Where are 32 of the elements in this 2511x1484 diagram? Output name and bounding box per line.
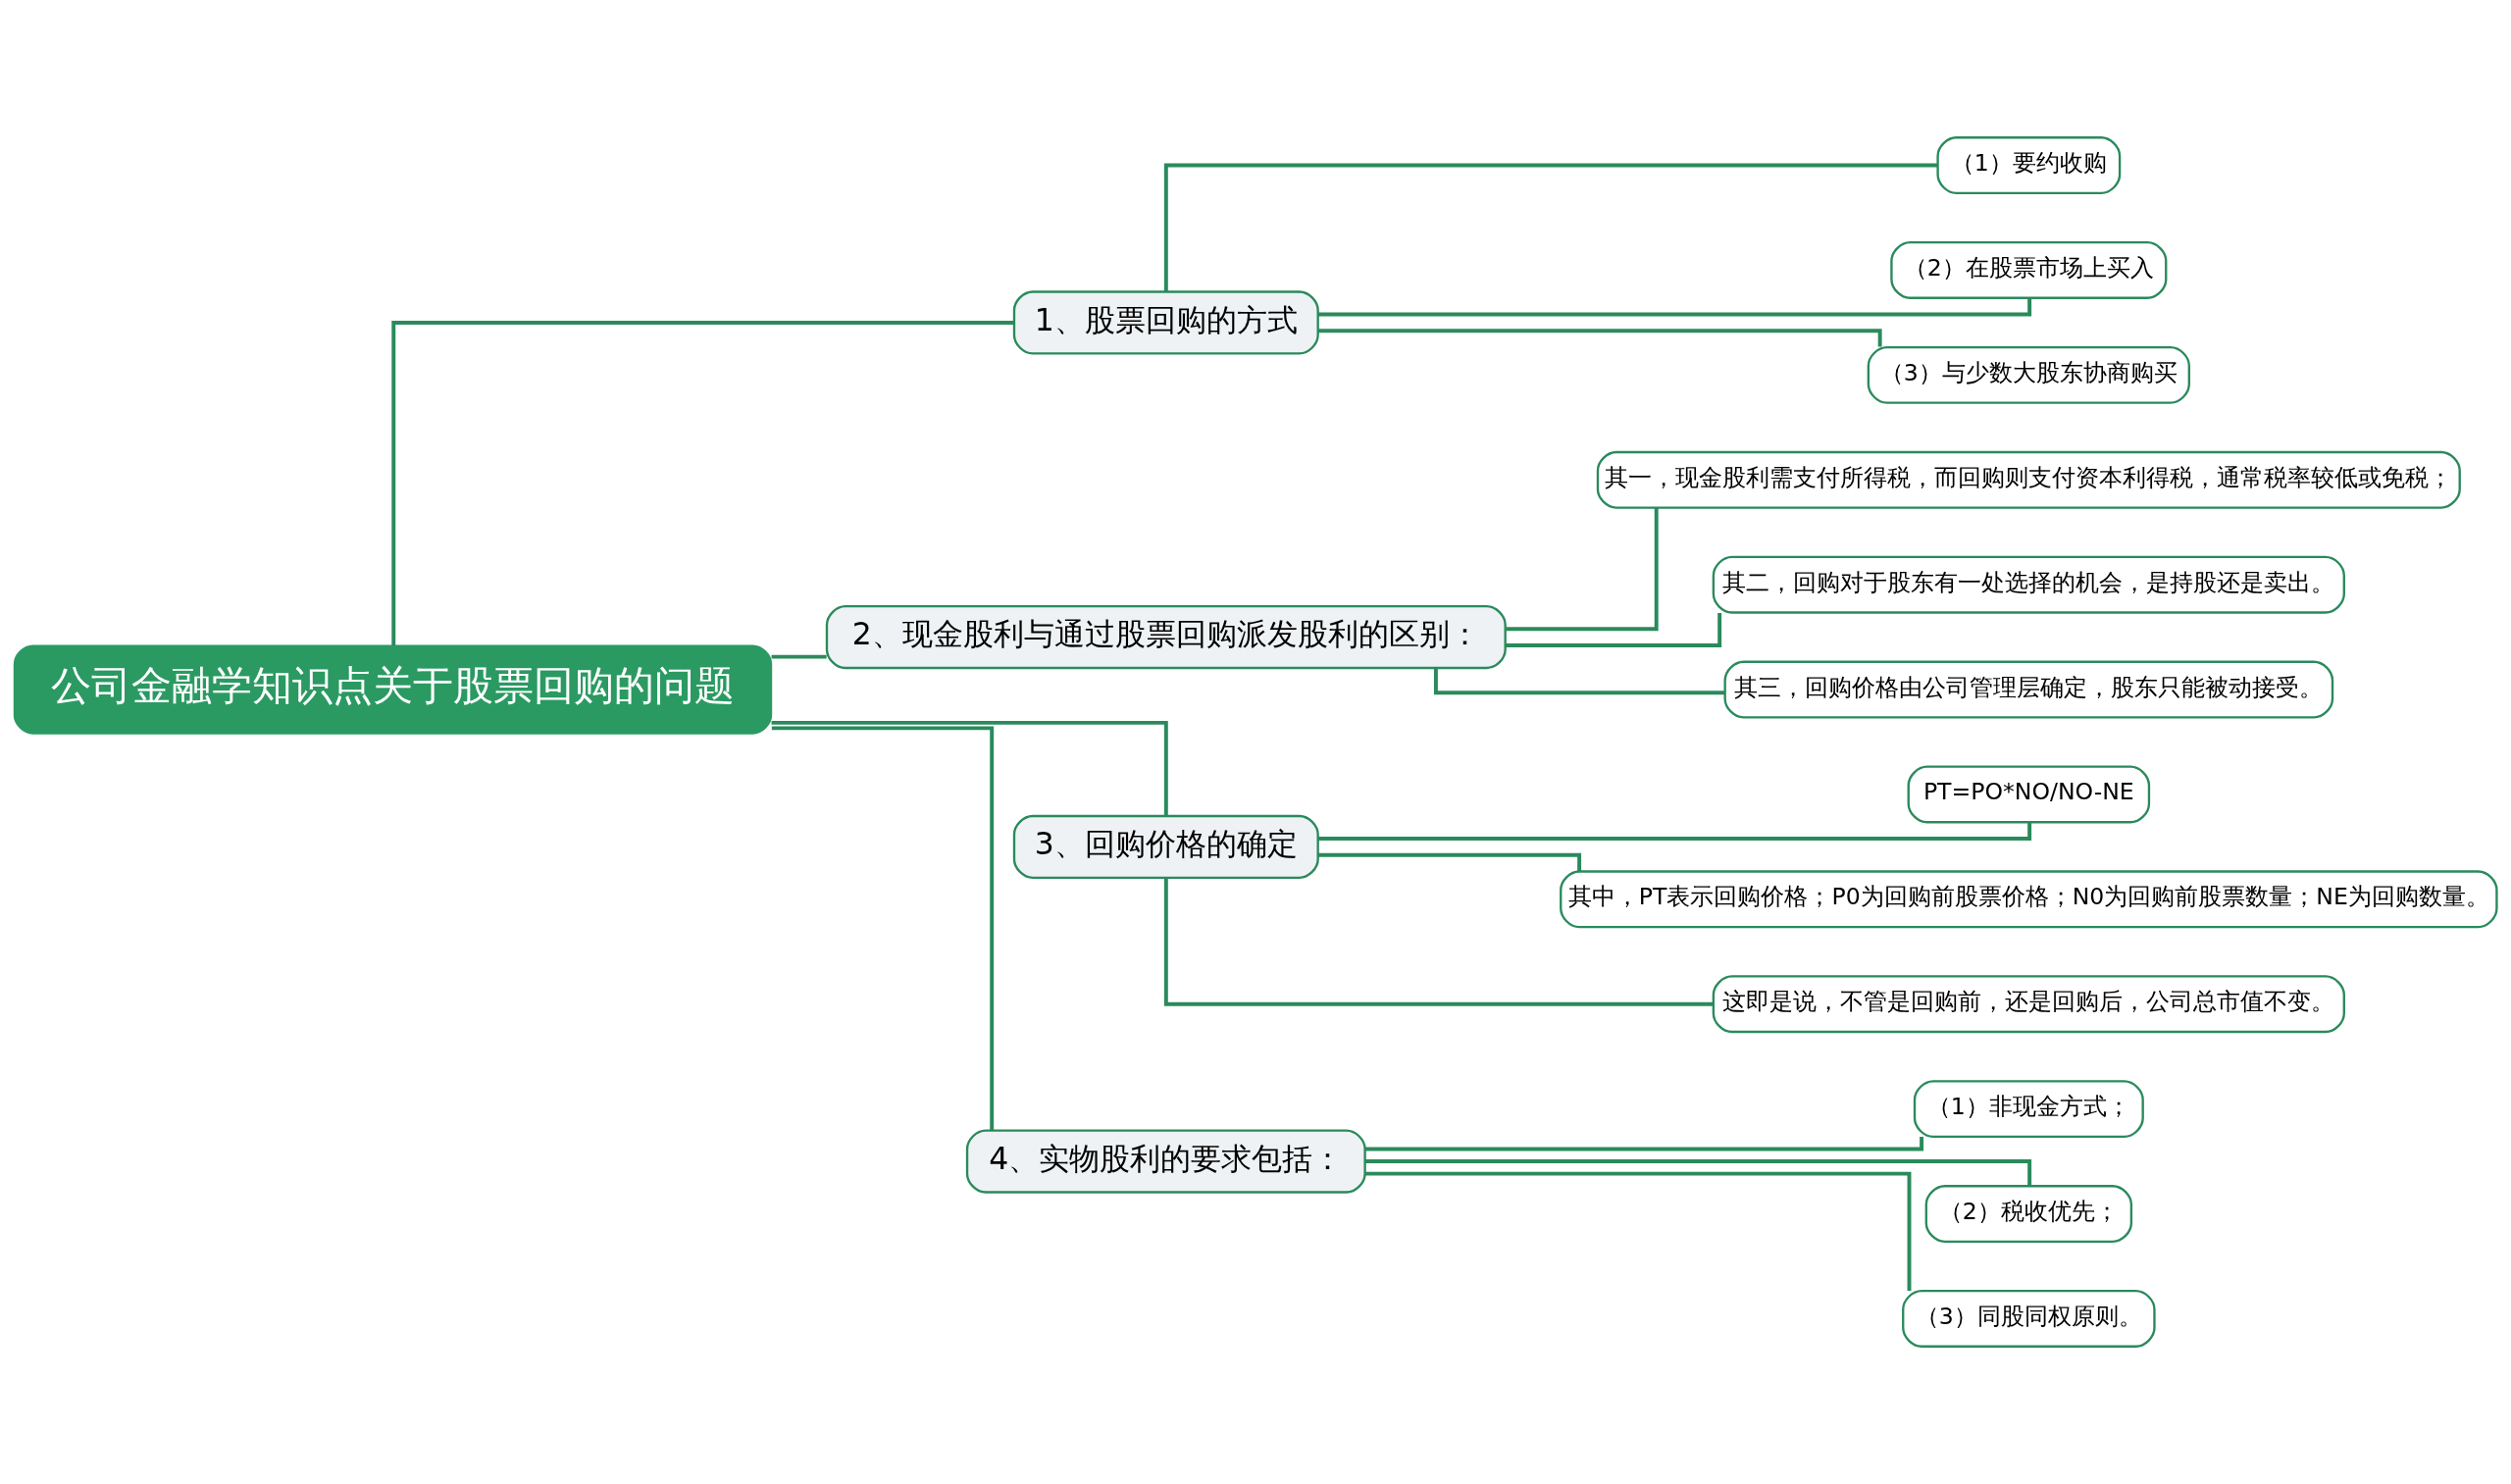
node-box: 其中，PT表示回购价格；P0为回购前股票价格；N0为回购前股票数量；NE为回购数量。: [1560, 870, 2498, 929]
connector: [1364, 1137, 1924, 1151]
connector: [1317, 852, 1582, 872]
connector: [1163, 163, 1938, 292]
node-box: 3、回购价格的确定: [1012, 814, 1319, 879]
connector: [1364, 1159, 2032, 1186]
node-box: 1、股票回购的方式: [1012, 290, 1319, 355]
node-box: 4、实物股利的要求包括：: [965, 1129, 1366, 1194]
node-box: 其一，现金股利需支付所得税，而回购则支付资本利得税，通常税率较低或免税；: [1596, 450, 2461, 509]
connector: [391, 320, 1014, 645]
node-box: （3）同股同权原则。: [1902, 1289, 2156, 1348]
node-box: 2、现金股利与通过股票回购派发股利的区别：: [825, 605, 1507, 670]
node-box: （2）税收优先；: [1924, 1185, 2133, 1243]
node-box: 其二，回购对于股东有一处选择的机会，是持股还是卖出。: [1712, 555, 2345, 614]
connector: [771, 726, 995, 1131]
node-box: （2）在股票市场上买入: [1890, 241, 2168, 299]
node-box: PT=PO*NO/NO-NE: [1907, 765, 2151, 824]
connector: [1317, 298, 2032, 317]
connector: [1433, 668, 1725, 695]
connector: [1317, 822, 2032, 841]
node-box: 公司金融学知识点关于股票回购的问题: [13, 644, 773, 735]
connector: [1318, 329, 1882, 347]
connector: [1364, 1171, 1912, 1291]
connector: [1506, 507, 1659, 632]
node-box: （1）要约收购: [1936, 136, 2122, 195]
node-box: （3）与少数大股东协商购买: [1867, 345, 2190, 404]
connector: [1163, 878, 1714, 1006]
connector: [771, 720, 1168, 816]
node-box: （1）非现金方式；: [1913, 1080, 2144, 1139]
connector: [771, 654, 827, 659]
node-box: 其三，回购价格由公司管理层确定，股东只能被动接受。: [1723, 660, 2334, 719]
node-box: 这即是说，不管是回购前，还是回购后，公司总市值不变。: [1712, 975, 2345, 1034]
